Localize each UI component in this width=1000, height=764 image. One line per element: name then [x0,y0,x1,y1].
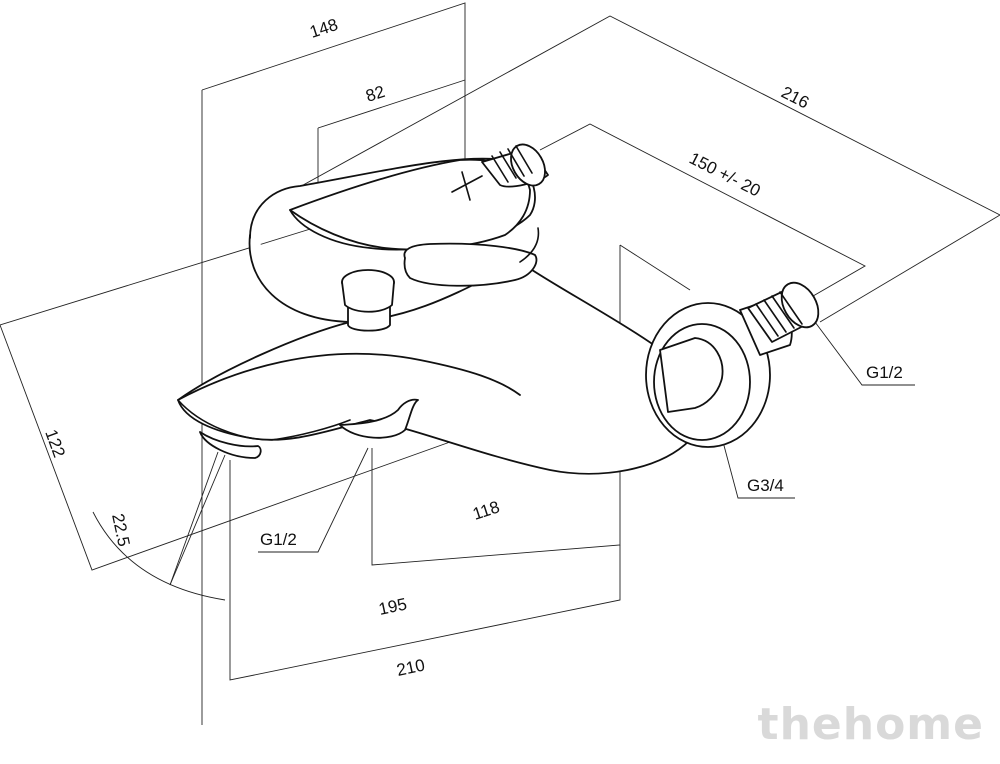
dim-22-5: 22.5 [108,512,133,548]
faucet-body [177,157,703,475]
dim-122: 122 [41,427,69,460]
watermark-logo: thehome [757,699,984,750]
thread-label-flange: G3/4 [747,476,784,495]
right-flange [645,281,820,448]
dim-148: 148 [307,15,340,42]
dim-210: 210 [395,655,427,679]
dim-216: 216 [778,83,812,113]
top-inlet-thread [481,143,549,188]
dim-195: 195 [377,594,409,618]
dimension-lines [0,2,1000,725]
thread-label-inlet: G1/2 [866,363,903,382]
thread-label-outlet: G1/2 [260,530,297,549]
dim-118: 118 [470,497,502,523]
dim-150: 150 +/- 20 [686,149,763,201]
dim-82: 82 [363,82,387,106]
